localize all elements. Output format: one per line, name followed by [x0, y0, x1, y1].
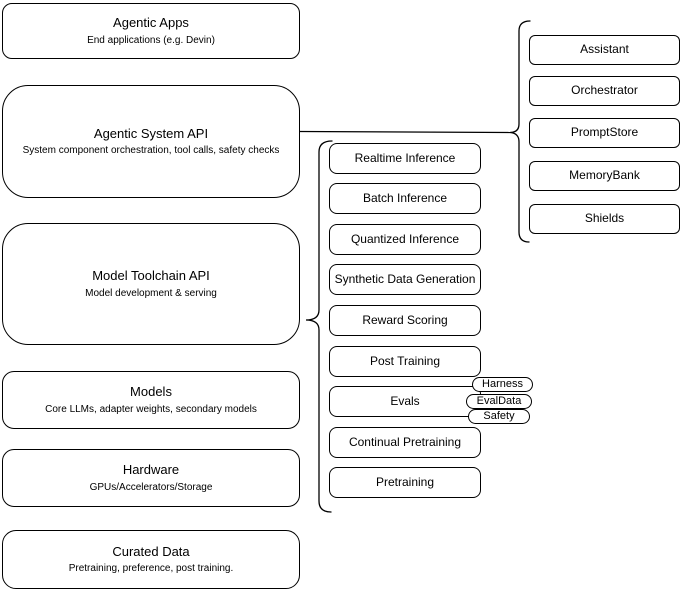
node-memorybank: MemoryBank — [529, 161, 680, 191]
node-title: Models — [130, 384, 172, 400]
brace-system-components — [509, 20, 531, 243]
node-subtitle: System component orchestration, tool cal… — [22, 145, 280, 157]
badge-safety: Safety — [468, 409, 530, 424]
node-shields: Shields — [529, 204, 680, 234]
connector-system-api-line — [299, 130, 511, 134]
node-agentic-system-api: Agentic System API System component orch… — [2, 85, 300, 198]
node-continual-pretraining: Continual Pretraining — [329, 427, 481, 458]
node-subtitle: End applications (e.g. Devin) — [87, 34, 215, 46]
node-synthetic-data-generation: Synthetic Data Generation — [329, 264, 481, 295]
node-hardware: Hardware GPUs/Accelerators/Storage — [2, 449, 300, 507]
node-model-toolchain-api: Model Toolchain API Model development & … — [2, 223, 300, 345]
node-quantized-inference: Quantized Inference — [329, 224, 481, 255]
node-batch-inference: Batch Inference — [329, 183, 481, 214]
brace-toolchain — [305, 140, 333, 513]
node-models: Models Core LLMs, adapter weights, secon… — [2, 371, 300, 429]
node-subtitle: Core LLMs, adapter weights, secondary mo… — [45, 403, 257, 415]
node-subtitle: Model development & serving — [85, 287, 217, 299]
node-assistant: Assistant — [529, 35, 680, 65]
badge-harness: Harness — [472, 377, 533, 392]
node-title: Agentic Apps — [113, 15, 189, 31]
node-orchestrator: Orchestrator — [529, 76, 680, 106]
node-title: Agentic System API — [93, 125, 209, 141]
node-curated-data: Curated Data Pretraining, preference, po… — [2, 530, 300, 589]
node-post-training: Post Training — [329, 346, 481, 377]
node-agentic-apps: Agentic Apps End applications (e.g. Devi… — [2, 3, 300, 59]
node-subtitle: Pretraining, preference, post training. — [68, 563, 234, 575]
node-pretraining: Pretraining — [329, 467, 481, 498]
node-reward-scoring: Reward Scoring — [329, 305, 481, 336]
node-promptstore: PromptStore — [529, 118, 680, 148]
node-title: Curated Data — [112, 543, 190, 559]
node-evals: Evals — [329, 386, 481, 417]
node-realtime-inference: Realtime Inference — [329, 143, 481, 174]
node-title: Model Toolchain API — [92, 268, 210, 284]
node-subtitle: GPUs/Accelerators/Storage — [89, 481, 213, 493]
badge-evaldata: EvalData — [466, 394, 532, 409]
node-title: Hardware — [122, 462, 180, 478]
